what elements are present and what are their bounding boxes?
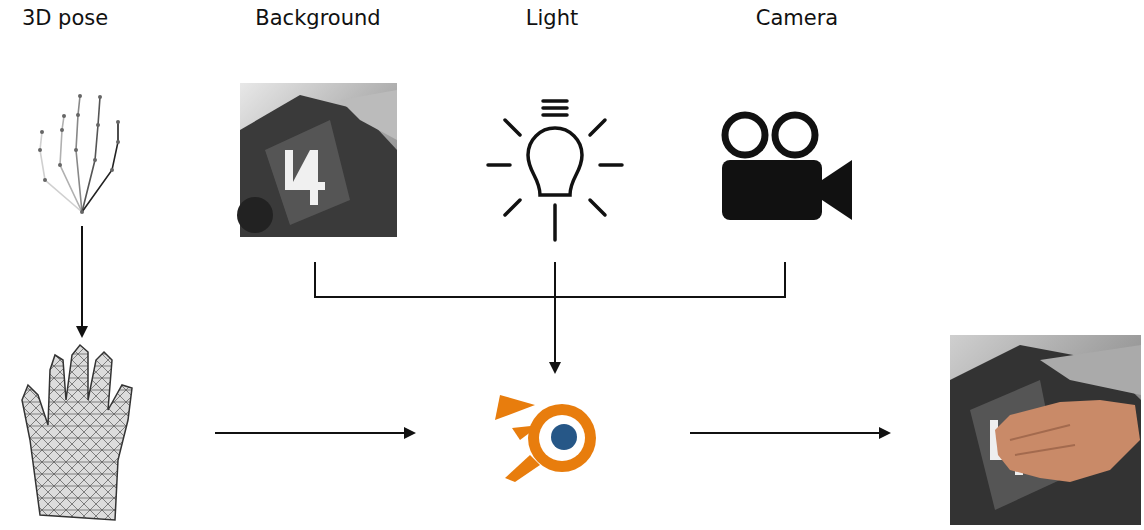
light-bulb-icon [488,101,622,240]
column-heading: Camera [756,6,838,31]
arrow [690,432,889,434]
column-heading: 3D pose [22,6,108,31]
blender-logo [495,395,596,482]
column-heading: Background [255,6,380,31]
hand-mesh [22,345,132,520]
column-heading: Light [526,6,578,31]
background-photo [237,83,397,237]
pose-skeleton [38,94,120,214]
arrow [215,432,414,434]
merge-bracket [315,262,785,372]
arrow [81,226,83,336]
camera-icon [722,115,852,220]
rendered-output [950,335,1141,525]
